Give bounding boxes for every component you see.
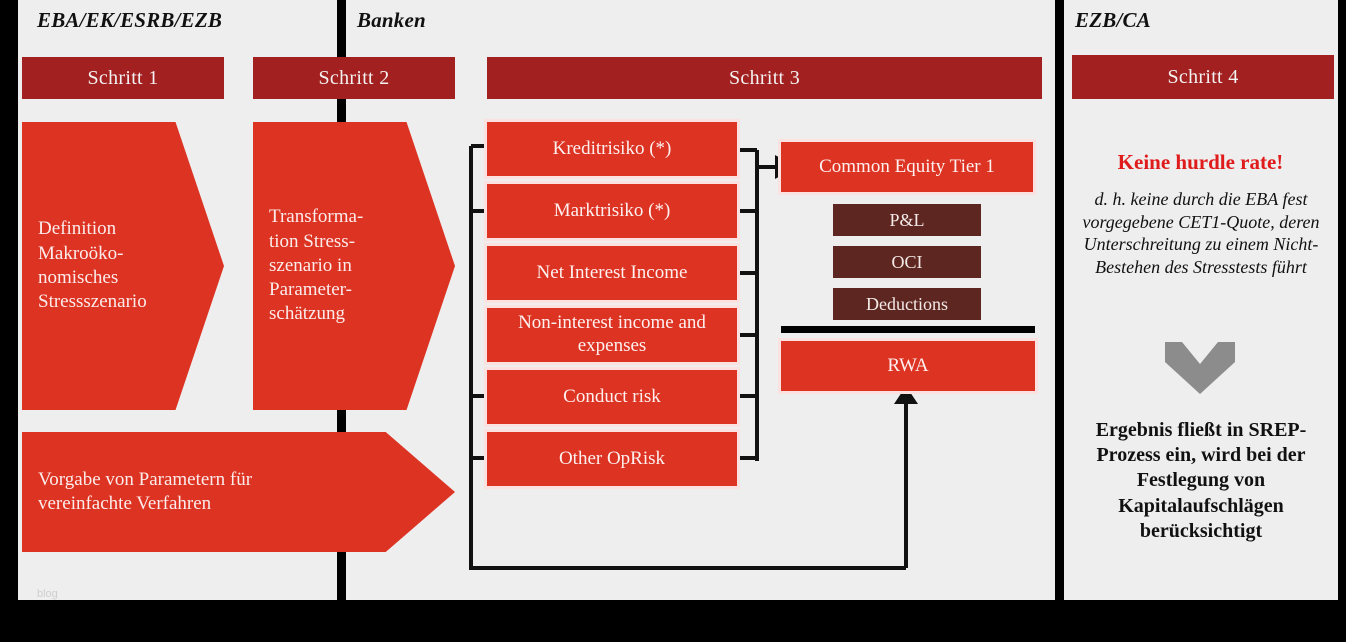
- text-explanation: d. h. keine durch die EBA fest vorgegebe…: [1082, 189, 1320, 277]
- divider-line-capital: [781, 326, 1035, 333]
- blog-watermark: blog: [37, 588, 58, 600]
- left-black-edge: [0, 0, 18, 600]
- risk-box-non-interest-income[interactable]: Non-interest income and expenses: [487, 308, 737, 362]
- down-chevron-icon: [1165, 342, 1235, 399]
- box-rwa[interactable]: RWA: [781, 341, 1035, 391]
- panel-title-ecb-ca: EZB/CA: [1075, 8, 1151, 32]
- box-common-equity-tier-1[interactable]: Common Equity Tier 1: [781, 142, 1033, 192]
- panel-title-banks: Banken: [357, 8, 426, 32]
- box-oci[interactable]: OCI: [833, 246, 981, 278]
- headline-no-hurdle-rate: Keine hurdle rate!: [1117, 150, 1284, 174]
- arrow-definition-macro-scenario[interactable]: Definition Makroöko- nomisches Stresssze…: [22, 122, 224, 410]
- step-bar-1[interactable]: Schritt 1: [22, 57, 224, 99]
- arrow-transformation-scenario[interactable]: Transforma- tion Stress- szenario in Par…: [253, 122, 455, 410]
- panel-divider-2: [1055, 0, 1064, 600]
- box-deductions[interactable]: Deductions: [833, 288, 981, 320]
- arrow-vorgabe-parameter[interactable]: Vorgabe von Parametern für vereinfachte …: [22, 432, 455, 552]
- text-conclusion: Ergebnis fließt in SREP-Prozess ein, wir…: [1095, 419, 1307, 542]
- box-pl[interactable]: P&L: [833, 204, 981, 236]
- risk-box-marktrisiko[interactable]: Marktrisiko (*): [487, 184, 737, 238]
- arrow-vorgabe-text: Vorgabe von Parametern für vereinfachte …: [38, 468, 253, 514]
- panel-ecb-ca: [1063, 0, 1338, 600]
- footer-black-bar: [0, 600, 1346, 642]
- risk-box-conduct-risk[interactable]: Conduct risk: [487, 370, 737, 424]
- arrow-definition-text: Definition Makroöko- nomisches Stresssze…: [38, 218, 147, 313]
- risk-box-other-oprisk[interactable]: Other OpRisk: [487, 432, 737, 486]
- panel-title-regulators: EBA/EK/ESRB/EZB: [37, 8, 223, 32]
- arrow-transformation-text: Transforma- tion Stress- szenario in Par…: [269, 206, 364, 325]
- step-bar-2[interactable]: Schritt 2: [253, 57, 455, 99]
- right-black-edge: [1338, 0, 1346, 600]
- down-chevron-glyph: [1165, 342, 1235, 394]
- risk-box-net-interest-income[interactable]: Net Interest Income: [487, 246, 737, 300]
- risk-box-kreditrisiko[interactable]: Kreditrisiko (*): [487, 122, 737, 176]
- step-bar-3[interactable]: Schritt 3: [487, 57, 1042, 99]
- step-bar-4[interactable]: Schritt 4: [1072, 55, 1334, 99]
